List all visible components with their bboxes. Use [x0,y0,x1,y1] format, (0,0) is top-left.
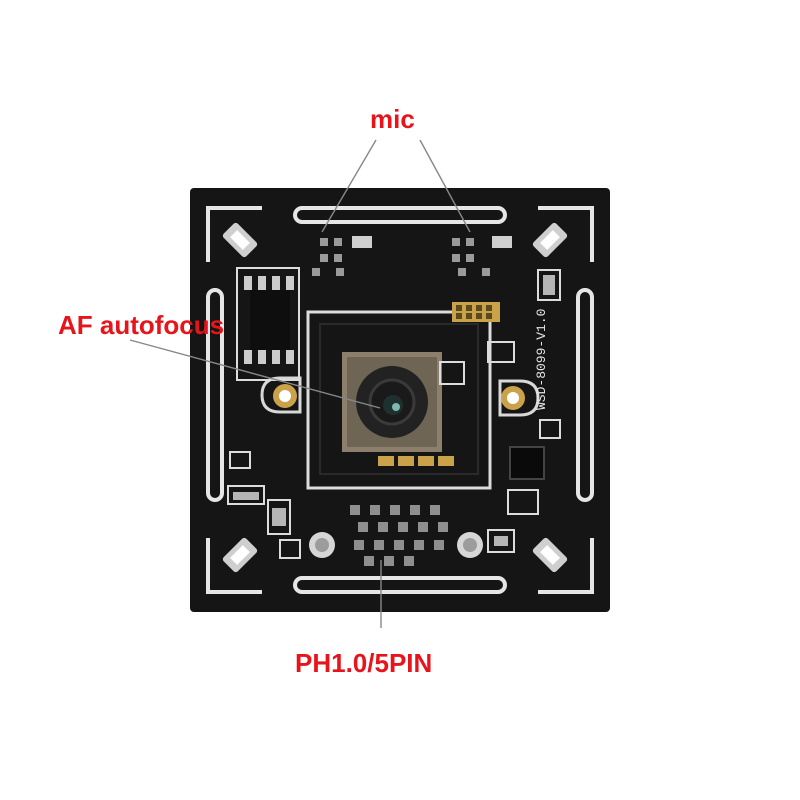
side-holes [260,376,540,417]
board-silkscreen: WSD-8099-V1.0 [534,309,549,410]
smd-components [227,269,561,559]
af-autofocus-label: AF autofocus [58,310,225,340]
mic-label: mic [370,104,415,134]
sensor-outline [306,310,492,490]
connector-label: PH1.0/5PIN [295,648,433,678]
pcb-slots [206,206,594,594]
ic-chip [236,267,300,381]
connector-pads [309,505,483,566]
annotation-lines [129,139,471,628]
smd-fill [233,275,555,546]
mic-pads [312,236,512,276]
af-lens-module [342,352,442,452]
gold-header [452,302,500,322]
mounting-holes [222,222,568,573]
flex-pads [378,456,454,466]
